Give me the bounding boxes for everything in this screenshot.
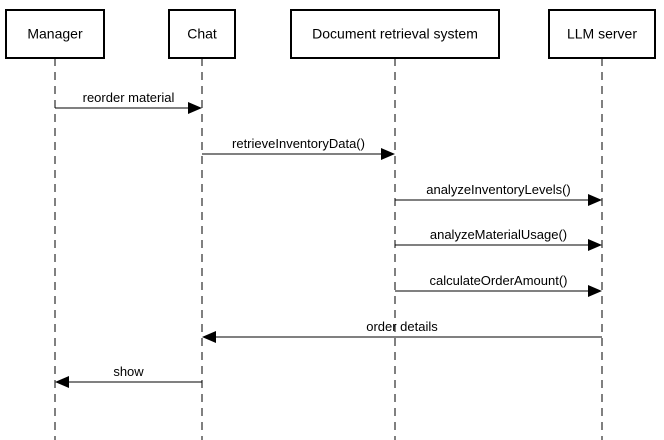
arrow-head-icon — [55, 376, 69, 388]
lifelines — [54, 58, 603, 440]
message-label: calculateOrderAmount() — [430, 273, 568, 288]
participant-retrieval: Document retrieval system — [290, 9, 500, 59]
message-details: order details — [202, 319, 602, 343]
participant-label: LLM server — [567, 26, 637, 42]
participant-box — [290, 9, 500, 59]
arrow-head-icon — [588, 285, 602, 297]
participants: Manager Chat Document retrieval system LLM … — [5, 9, 656, 59]
message-label: show — [113, 364, 144, 379]
messages: reorder material retrieveInventoryData() a… — [55, 90, 602, 388]
participant-label: Document retrieval system — [312, 26, 478, 42]
arrow-head-icon — [588, 194, 602, 206]
message-label: analyzeMaterialUsage() — [430, 227, 567, 242]
participant-label: Manager — [27, 26, 83, 42]
message-show: show — [55, 364, 202, 388]
message-amount: calculateOrderAmount() — [395, 273, 602, 297]
arrow-head-icon — [188, 102, 202, 114]
message-label: order details — [366, 319, 438, 334]
message-reorder: reorder material — [55, 90, 202, 114]
message-label: analyzeInventoryLevels() — [426, 182, 571, 197]
message-usage: analyzeMaterialUsage() — [395, 227, 602, 251]
participant-box — [5, 9, 105, 59]
arrow-head-icon — [202, 331, 216, 343]
arrow-head-icon — [588, 239, 602, 251]
participant-chat: Chat — [168, 9, 236, 59]
message-label: reorder material — [83, 90, 175, 105]
participant-label: Chat — [187, 26, 217, 42]
message-retrieve: retrieveInventoryData() — [202, 136, 395, 160]
participant-llm: LLM server — [548, 9, 656, 59]
participant-box — [168, 9, 236, 59]
message-levels: analyzeInventoryLevels() — [395, 182, 602, 206]
participant-manager: Manager — [5, 9, 105, 59]
message-label: retrieveInventoryData() — [232, 136, 365, 151]
participant-box — [548, 9, 656, 59]
arrow-head-icon — [381, 148, 395, 160]
